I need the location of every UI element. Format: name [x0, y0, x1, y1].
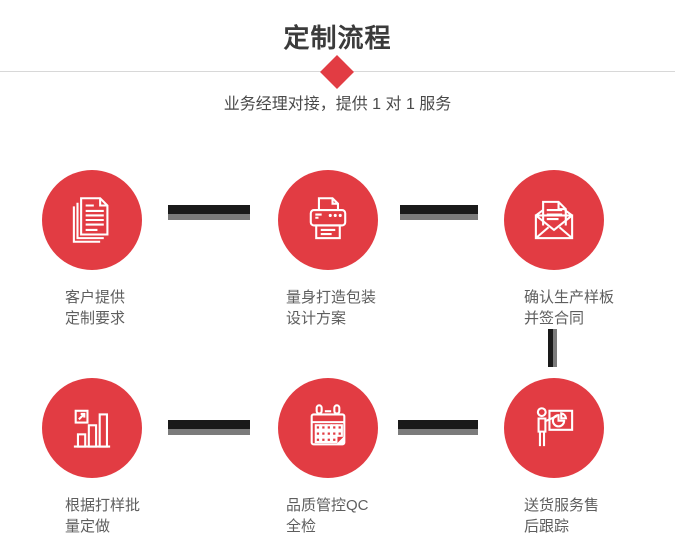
connector-step4-step5: [168, 420, 250, 435]
calendar-icon: [310, 404, 346, 446]
step-circle: [278, 170, 378, 270]
step-customer-requirements: 客户提供 定制要求: [42, 170, 202, 329]
step-packaging-design: 量身打造包装 设计方案: [278, 170, 438, 329]
documents-icon: [72, 197, 109, 243]
page-subtitle: 业务经理对接，提供 1 对 1 服务: [223, 96, 452, 113]
connector-step3-step6: [548, 329, 557, 367]
step-batch-production: 根据打样批 量定做: [42, 378, 202, 537]
step-label: 确认生产样板 并签合同: [524, 289, 615, 327]
step-delivery-aftersales: 送货服务售 后跟踪: [504, 378, 664, 537]
bar-chart-growth-icon: [73, 409, 111, 448]
envelope-letter-icon: [534, 200, 574, 240]
connector-step5-step6: [398, 420, 478, 435]
step-label: 送货服务售 后跟踪: [524, 497, 600, 535]
diamond-icon: [320, 55, 354, 89]
presentation-pie-icon: [536, 407, 574, 447]
step-label: 客户提供 定制要求: [65, 289, 126, 327]
step-quality-control: 品质管控QC 全检: [278, 378, 438, 537]
connector-step2-step3: [400, 205, 478, 220]
step-circle: [504, 170, 604, 270]
step-label: 品质管控QC 全检: [286, 497, 369, 535]
printer-icon: [309, 197, 347, 240]
step-label: 量身打造包装 设计方案: [286, 289, 377, 327]
page-title: 定制流程: [283, 23, 392, 53]
step-label: 根据打样批 量定做: [65, 497, 141, 535]
connector-step1-step2: [168, 205, 250, 220]
step-circle: [278, 378, 378, 478]
step-circle: [504, 378, 604, 478]
step-circle: [42, 378, 142, 478]
step-circle: [42, 170, 142, 270]
step-sample-contract: 确认生产样板 并签合同: [504, 170, 664, 329]
